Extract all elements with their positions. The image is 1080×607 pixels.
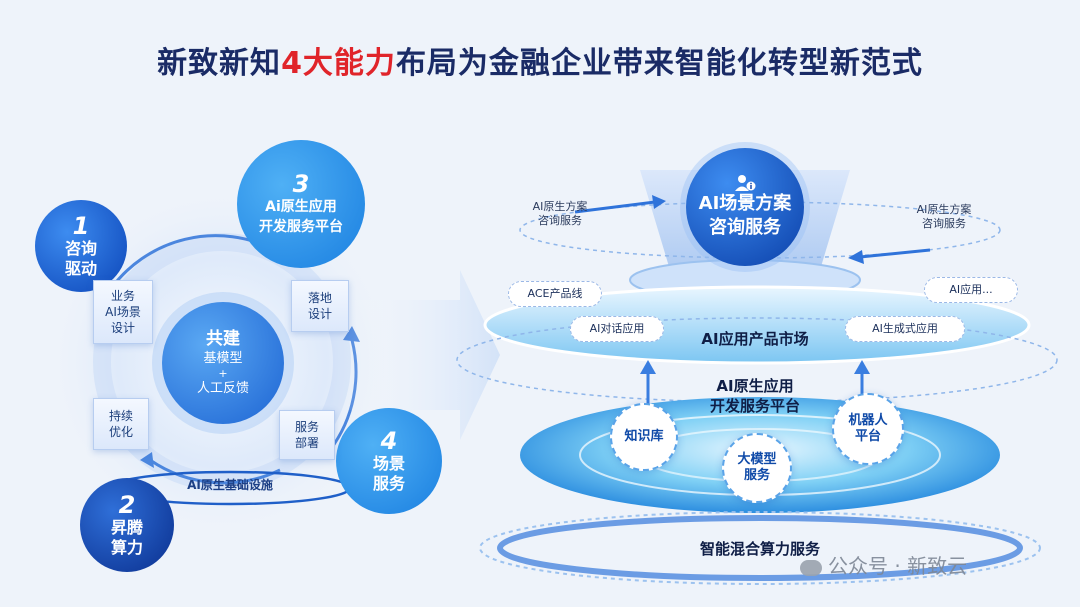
node-robot-platform: 机器人 平台 (832, 393, 904, 465)
circle-4-line2: 服务 (372, 474, 405, 493)
circle-3-line1: Ai原生应用 (265, 199, 337, 215)
node-knowledge-base: 知识库 (610, 403, 678, 471)
box4-line2: 部署 (294, 436, 319, 450)
top-line2: 咨询服务 (709, 217, 781, 238)
platform-label: AI原生应用 开发服务平台 (660, 376, 850, 416)
center-plus: + (218, 367, 228, 380)
node-llm-line2: 服务 (743, 468, 770, 483)
box3-line1: 持续 (108, 409, 133, 423)
center-cobuild: 共建 基模型 + 人工反馈 (162, 302, 284, 424)
page-title: 新致新知4大能力布局为金融企业带来智能化转型新范式 (0, 38, 1080, 82)
box1-line2: AI场景 (105, 305, 141, 319)
compute-label: 智能混合算力服务 (699, 540, 820, 558)
center-title: 共建 (206, 329, 240, 349)
circle-1-line1: 咨询 (64, 239, 97, 258)
side-right-line1: AI原生方案 (916, 203, 972, 216)
pill-ace: ACE产品线 (508, 281, 602, 307)
title-highlight: 4大能力 (281, 46, 396, 81)
side-left-line2: 咨询服务 (538, 214, 582, 227)
pill-ai-more: AI应用... (924, 277, 1018, 303)
side-right-label: AI原生方案 咨询服务 (904, 203, 984, 231)
pill-dialog: AI对话应用 (570, 316, 664, 342)
circle-1-line2: 驱动 (64, 259, 97, 278)
circle-4-line1: 场景 (372, 454, 405, 473)
side-left-label: AI原生方案 咨询服务 (520, 200, 600, 228)
person-info-icon (735, 175, 756, 191)
watermark-text: 公众号 · 新致云 (828, 554, 968, 578)
node-kb-label: 知识库 (624, 429, 664, 444)
compute-ring (497, 515, 1023, 581)
watermark: 公众号 · 新致云 (800, 550, 1050, 579)
box-landing-design: 落地 设计 (291, 280, 349, 332)
circle-2-number: 2 (118, 491, 136, 519)
node-llm-service: 大模型 服务 (722, 433, 792, 503)
circle-3-number: 3 (292, 170, 310, 198)
side-left-line1: AI原生方案 (532, 200, 588, 213)
box1-line1: 业务 (110, 289, 135, 303)
box-optimize: 持续 优化 (93, 398, 149, 450)
node-llm-line1: 大模型 (737, 452, 777, 467)
title-suffix: 布局为金融企业带来智能化转型新范式 (395, 46, 923, 81)
platform-line2: 开发服务平台 (709, 397, 800, 415)
node-robot-line2: 平台 (854, 429, 881, 444)
circle-3-line2: 开发服务平台 (259, 219, 343, 235)
title-prefix: 新致新知 (157, 46, 282, 81)
circle-consulting: 1 咨询 驱动 (35, 200, 127, 292)
box2-line2: 设计 (307, 307, 332, 321)
market-label: AI应用产品市场 (701, 330, 809, 348)
wechat-icon (800, 559, 822, 576)
box-deploy: 服务 部署 (279, 410, 335, 460)
circle-1-number: 1 (72, 212, 90, 240)
cycle-arrow-bottom (149, 458, 281, 485)
pill-generative: AI生成式应用 (845, 316, 965, 342)
box4-line1: 服务 (294, 420, 319, 434)
top-line1: AI场景方案 (698, 193, 792, 214)
box1-line3: 设计 (110, 321, 135, 335)
circle-2-line2: 算力 (110, 538, 143, 557)
node-robot-line1: 机器人 (848, 413, 888, 428)
circle-4-number: 4 (380, 427, 398, 455)
side-right-line2: 咨询服务 (922, 217, 966, 230)
market-disc (483, 285, 1031, 365)
ai-scenario-consulting: AI场景方案 咨询服务 (686, 148, 804, 266)
circle-2-line1: 昇腾 (110, 518, 143, 537)
infra-label: AI原生基础设施 (187, 478, 273, 492)
box-business-design: 业务 AI场景 设计 (93, 280, 153, 344)
circle-scenario: 4 场景 服务 (336, 408, 442, 514)
circle-compute: 2 昇腾 算力 (80, 478, 174, 572)
center-line2: 人工反馈 (196, 381, 249, 396)
box2-line1: 落地 (307, 291, 332, 305)
circle-platform: 3 Ai原生应用 开发服务平台 (237, 140, 365, 268)
transition-arrow (330, 270, 500, 440)
platform-line1: AI原生应用 (716, 377, 794, 395)
center-line1: 基模型 (203, 351, 243, 366)
box3-line2: 优化 (108, 425, 133, 439)
